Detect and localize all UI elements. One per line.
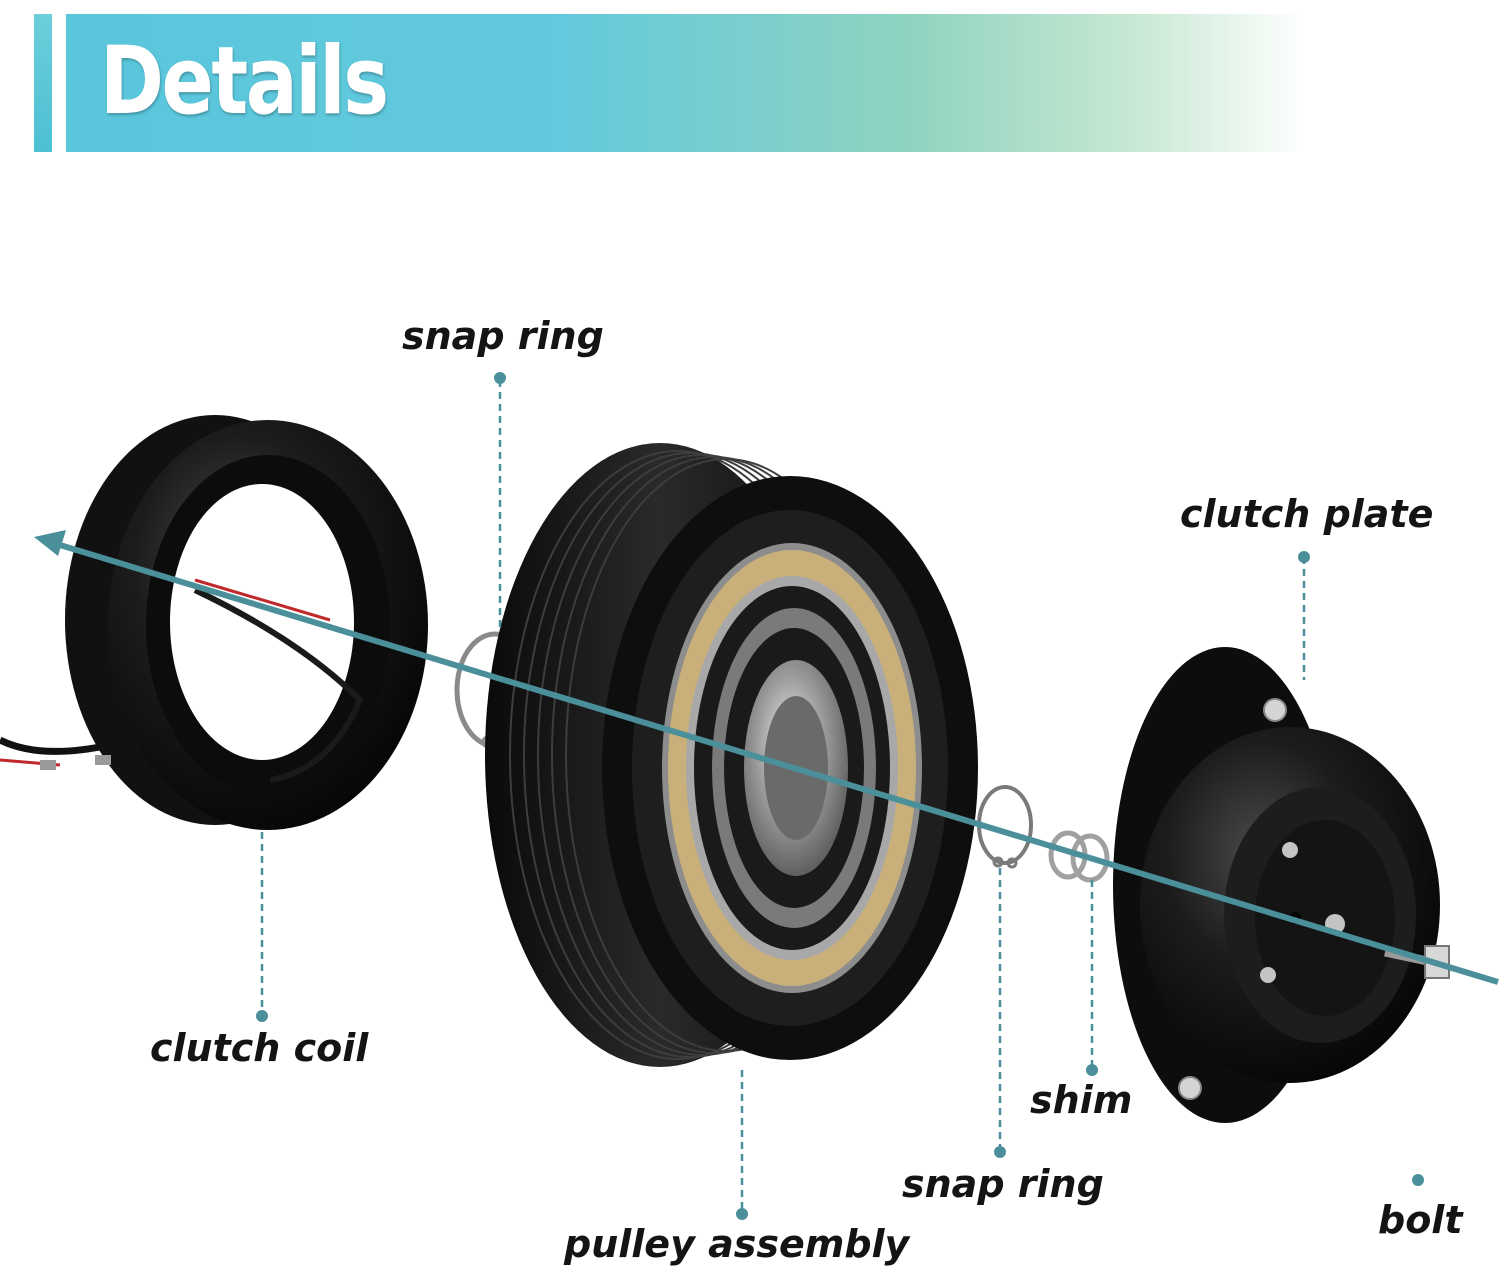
label-shim: shim [1030, 1078, 1133, 1122]
dot-pulley-assembly [736, 1208, 748, 1220]
pulley-assembly [485, 443, 978, 1067]
dot-snap-ring-top [494, 372, 506, 384]
clutch-plate [1113, 647, 1440, 1123]
dot-clutch-coil [256, 1010, 268, 1022]
label-clutch-coil: clutch coil [150, 1026, 369, 1070]
header-band [66, 14, 1306, 152]
dot-clutch-plate [1298, 551, 1310, 563]
page-title: Details [100, 27, 389, 136]
clutch-coil [0, 415, 428, 830]
label-pulley-assembly: pulley assembly [564, 1222, 910, 1266]
dot-snap-ring-bottom [994, 1146, 1006, 1158]
label-clutch-plate: clutch plate [1180, 492, 1434, 536]
dot-shim [1086, 1064, 1098, 1076]
dot-bolt [1412, 1174, 1424, 1186]
label-snap-ring-bottom: snap ring [902, 1162, 1104, 1206]
label-snap-ring-top: snap ring [402, 314, 604, 358]
label-bolt: bolt [1378, 1198, 1463, 1242]
header-accent-bar [34, 14, 52, 152]
axis-arrow [34, 530, 1499, 985]
